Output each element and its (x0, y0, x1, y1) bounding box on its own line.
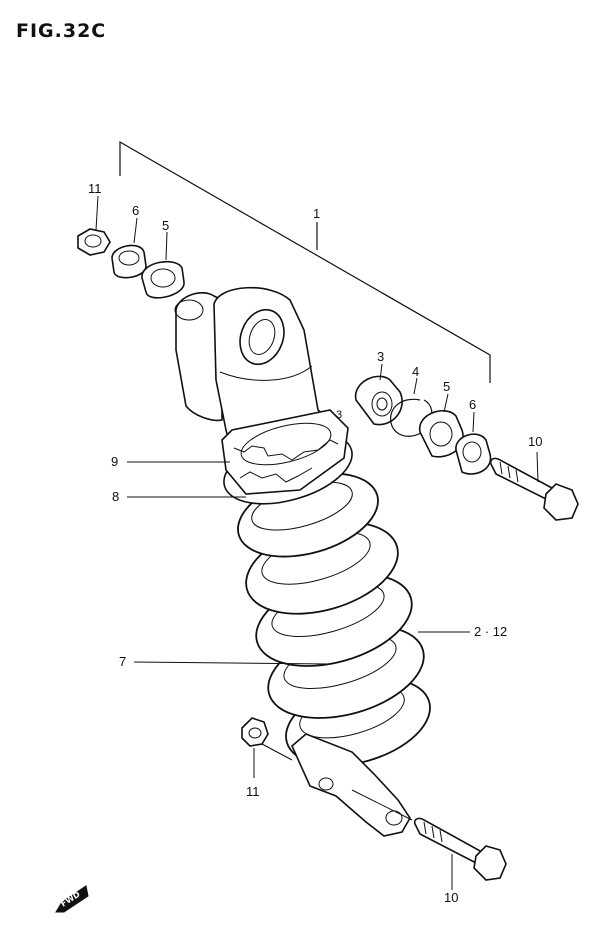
circlip-4 (390, 377, 433, 437)
callout-6-right: 6 (469, 397, 476, 412)
assembly-bracket (119, 140, 491, 383)
leader-lines (127, 461, 470, 665)
callout-11-lower: 11 (246, 784, 260, 799)
callout-5-right: 5 (443, 379, 450, 394)
adjuster-ring-9 (221, 409, 349, 495)
reservoir (174, 292, 223, 422)
callout-10-upper: 10 (528, 434, 542, 449)
callout-4: 4 (412, 364, 419, 379)
upper-bolt-10 (489, 451, 579, 521)
callout-7: 7 (119, 654, 126, 669)
lower-nut-11 (241, 717, 293, 778)
bearing-3 (355, 363, 403, 426)
lower-clevis (291, 733, 411, 837)
callout-9: 9 (111, 454, 118, 469)
figure-title: FIG.32C (16, 20, 106, 42)
callout-11-upper: 11 (88, 181, 102, 196)
seal-5-right (419, 393, 464, 458)
bushing-6-left (111, 217, 147, 279)
fwd-arrow-icon: FWD (55, 885, 89, 913)
callout-5-left: 5 (162, 218, 169, 233)
bushing-6-right (455, 411, 492, 475)
callout-6-left: 6 (132, 203, 139, 218)
callout-3-body: 3 (336, 409, 342, 421)
callout-10-lower: 10 (444, 890, 458, 905)
lower-bolt-10 (351, 789, 507, 890)
callout-1: 1 (313, 206, 320, 221)
callout-3: 3 (377, 349, 384, 364)
seal-5-left (141, 231, 185, 299)
callout-8: 8 (112, 489, 119, 504)
upper-nut-11 (77, 195, 111, 256)
callout-2-12: 2 · 12 (474, 624, 507, 639)
